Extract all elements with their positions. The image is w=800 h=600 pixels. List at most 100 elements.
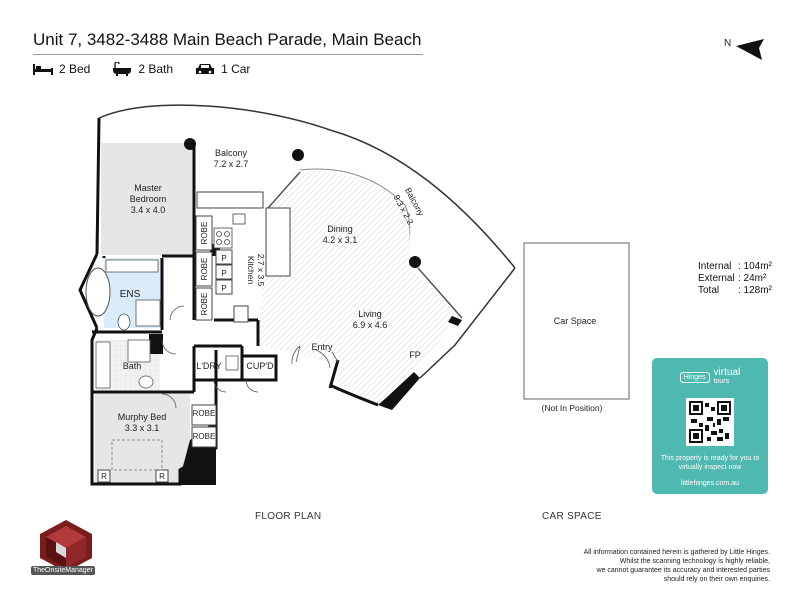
robe-label-murphy-2: ROBE bbox=[193, 432, 216, 441]
area-external-value: : 24m² bbox=[738, 273, 767, 284]
balcony-outer-side bbox=[419, 267, 516, 379]
robe-label-2: ROBE bbox=[200, 258, 209, 281]
car-space-box bbox=[523, 242, 630, 400]
car-icon bbox=[196, 63, 215, 74]
compass: N bbox=[724, 36, 768, 64]
ens-name: ENS bbox=[120, 289, 141, 300]
balcony-outline-top bbox=[98, 104, 516, 269]
pantry-label-1: P bbox=[221, 254, 226, 263]
cabinet-outlines bbox=[97, 215, 249, 483]
walls bbox=[78, 117, 278, 486]
balcony-side-door bbox=[417, 267, 463, 319]
tours-word: tours bbox=[713, 378, 730, 385]
feature-car: 1 Car bbox=[195, 62, 250, 76]
car-space-name: Car Space bbox=[554, 316, 597, 326]
murphy-bed-outline bbox=[111, 439, 163, 471]
pantry-label-4: P bbox=[238, 311, 243, 320]
disclaimer-line-3: we cannot guarantee its accuracy and int… bbox=[596, 567, 770, 574]
ens-shower bbox=[135, 299, 161, 327]
virtual-word: virtual bbox=[713, 367, 741, 378]
cooktop bbox=[213, 227, 233, 249]
kitchen-size: 2.7 x 3.5 bbox=[256, 254, 266, 287]
fireplace-name: FP bbox=[409, 350, 421, 360]
living-name: Living bbox=[358, 309, 382, 319]
bath-shower bbox=[127, 339, 151, 363]
title-divider bbox=[33, 54, 423, 55]
feature-bed-label: 2 Bed bbox=[59, 62, 91, 76]
floor-plan-caption: FLOOR PLAN bbox=[255, 511, 322, 522]
sink bbox=[232, 213, 246, 225]
bed-icon bbox=[33, 64, 53, 75]
fridge-label-1: R bbox=[101, 472, 107, 481]
virtual-tour-header: Hinges virtual tours bbox=[652, 368, 768, 386]
kitchen-name: Kitchen bbox=[246, 256, 256, 285]
ens-vanity bbox=[105, 259, 159, 273]
doors bbox=[161, 305, 339, 409]
living-curve-wall bbox=[329, 383, 379, 407]
features-row: 2 Bed 2 Bath 1 Car bbox=[33, 61, 272, 77]
qr-code-icon[interactable] bbox=[686, 398, 734, 446]
columns bbox=[184, 138, 421, 268]
balcony-door bbox=[267, 171, 301, 209]
area-internal-label: Internal bbox=[698, 261, 732, 272]
fridge-label-2: R bbox=[159, 472, 165, 481]
area-total-value: : 128m² bbox=[738, 285, 772, 296]
virtual-tours-wordmark: virtual tours bbox=[714, 368, 741, 386]
robe-label-3: ROBE bbox=[200, 293, 209, 316]
balcony-top-name: Balcony bbox=[215, 148, 248, 158]
disclaimer-line-1: All information contained herein is gath… bbox=[583, 549, 770, 556]
murphy-bed-size: 3.3 x 3.1 bbox=[125, 423, 160, 433]
pantry-label-3: P bbox=[221, 284, 226, 293]
virtual-tour-card[interactable]: Hinges virtual tours This property is re… bbox=[652, 358, 768, 494]
master-bedroom-name: Master bbox=[134, 183, 162, 193]
bath-toilet bbox=[138, 375, 154, 389]
laundry-name: L'DRY bbox=[196, 361, 222, 371]
feature-bath: 2 Bath bbox=[112, 62, 173, 76]
property-address: Unit 7, 3482-3488 Main Beach Parade, Mai… bbox=[33, 30, 422, 49]
area-row-total: Total : 128m² bbox=[698, 285, 772, 297]
north-label: N bbox=[724, 38, 732, 49]
kitchen-island bbox=[265, 207, 291, 277]
balcony-top-size: 7.2 x 2.7 bbox=[214, 159, 249, 169]
north-arrow-icon bbox=[736, 39, 764, 60]
dining-size: 4.2 x 3.1 bbox=[323, 235, 358, 245]
living-floor bbox=[260, 171, 462, 405]
bath-name: Bath bbox=[123, 361, 142, 371]
logo-text: TheOnsiteManager bbox=[31, 566, 95, 575]
living-front-wall bbox=[328, 359, 340, 389]
disclaimer-line-4: should rely on their own enquiries. bbox=[663, 576, 770, 583]
master-bedroom-size: 3.4 x 4.0 bbox=[131, 205, 166, 215]
car-space-caption: CAR SPACE bbox=[542, 511, 602, 522]
car-space-note: (Not In Position) bbox=[542, 403, 603, 413]
area-external-label: External bbox=[698, 273, 735, 284]
ens-toilet bbox=[117, 313, 131, 331]
area-row-internal: Internal : 104m² bbox=[698, 261, 772, 273]
onsite-manager-logo-icon bbox=[40, 520, 92, 572]
disclaimer-line-2: Whilst the scanning technology is highly… bbox=[619, 558, 770, 565]
virtual-tour-url[interactable]: littlehinges.com.au bbox=[681, 480, 739, 487]
area-internal-value: : 104m² bbox=[738, 261, 772, 272]
bath-icon bbox=[113, 62, 132, 76]
area-total-label: Total bbox=[698, 285, 720, 296]
dining-name: Dining bbox=[327, 224, 353, 234]
master-bedroom-floor bbox=[101, 143, 194, 255]
area-summary: Internal : 104m² External : 24m² Total :… bbox=[698, 261, 772, 297]
living-size: 6.9 x 4.6 bbox=[353, 320, 388, 330]
murphy-bed-floor bbox=[95, 393, 190, 485]
murphy-bed-name: Murphy Bed bbox=[118, 412, 167, 422]
area-row-external: External : 24m² bbox=[698, 273, 772, 285]
robe-label-murphy-1: ROBE bbox=[193, 409, 216, 418]
feature-car-label: 1 Car bbox=[221, 62, 251, 76]
virtual-tour-text: This property is ready for you to virtua… bbox=[660, 455, 760, 471]
kitchen-bench bbox=[196, 191, 264, 209]
bathtub bbox=[85, 267, 111, 317]
cupboard-name: CUP'D bbox=[246, 361, 274, 371]
feature-bath-label: 2 Bath bbox=[138, 62, 174, 76]
pantry-label-2: P bbox=[221, 269, 226, 278]
feature-bed: 2 Bed bbox=[33, 62, 90, 76]
entry-name: Entry bbox=[311, 342, 333, 352]
hinges-brand: Hinges bbox=[679, 371, 710, 383]
laundry-machine bbox=[225, 355, 239, 371]
disclaimer: All information contained herein is gath… bbox=[560, 548, 770, 584]
bath-vanity bbox=[95, 341, 111, 389]
